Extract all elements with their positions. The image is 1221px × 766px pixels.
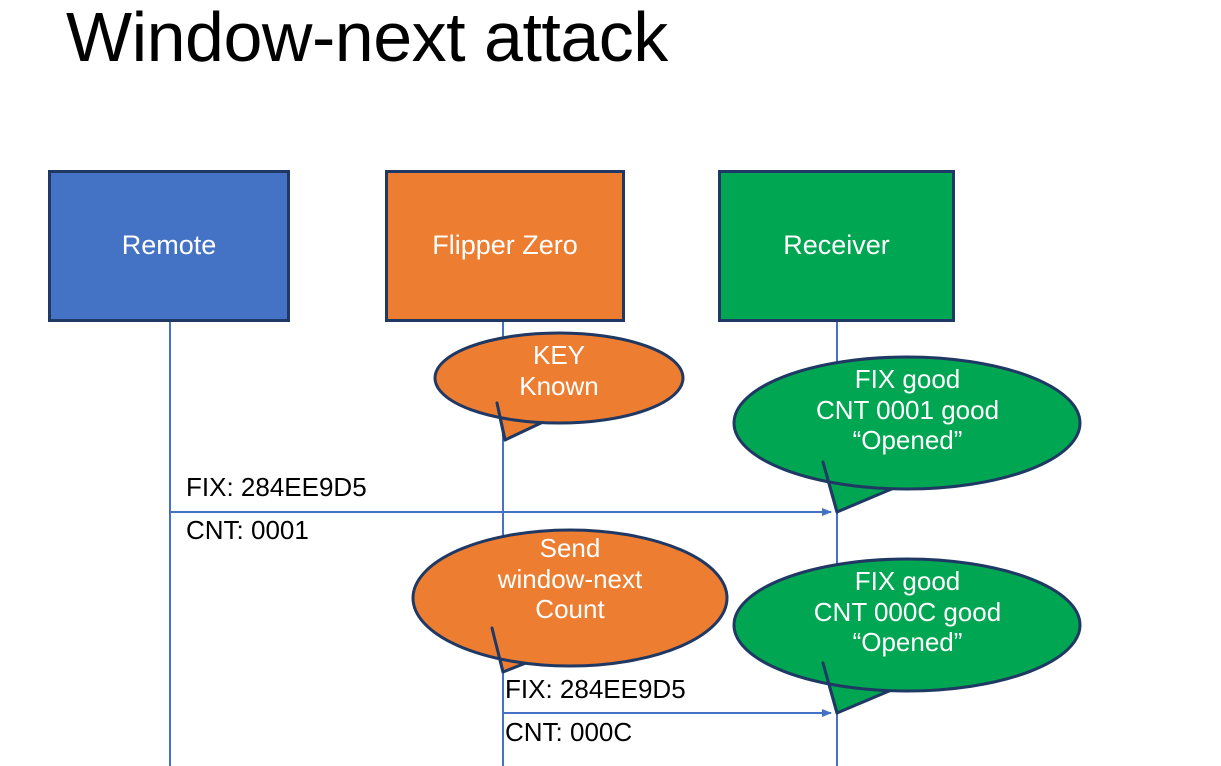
callout-receiver-ok-0001 (732, 355, 1082, 514)
actor-box-remote[interactable]: Remote (48, 170, 290, 322)
message-2-cnt-label: CNT: 000C (505, 717, 633, 747)
actor-label-remote: Remote (121, 230, 217, 261)
actor-box-receiver[interactable]: Receiver (718, 170, 955, 322)
page-title: Window-next attack (66, 0, 668, 76)
message-2-fix-label: FIX: 284EE9D5 (505, 674, 686, 704)
actor-box-flipper-zero[interactable]: Flipper Zero (385, 170, 625, 322)
actor-label-receiver: Receiver (783, 230, 890, 261)
callout-send-window-next (411, 528, 729, 674)
message-1-fix-label: FIX: 284EE9D5 (186, 472, 367, 502)
actor-label-flipper-zero: Flipper Zero (432, 230, 578, 261)
callout-key-known (433, 331, 685, 442)
message-1-cnt-label: CNT: 0001 (186, 515, 309, 545)
callout-receiver-ok-000c (732, 557, 1082, 715)
